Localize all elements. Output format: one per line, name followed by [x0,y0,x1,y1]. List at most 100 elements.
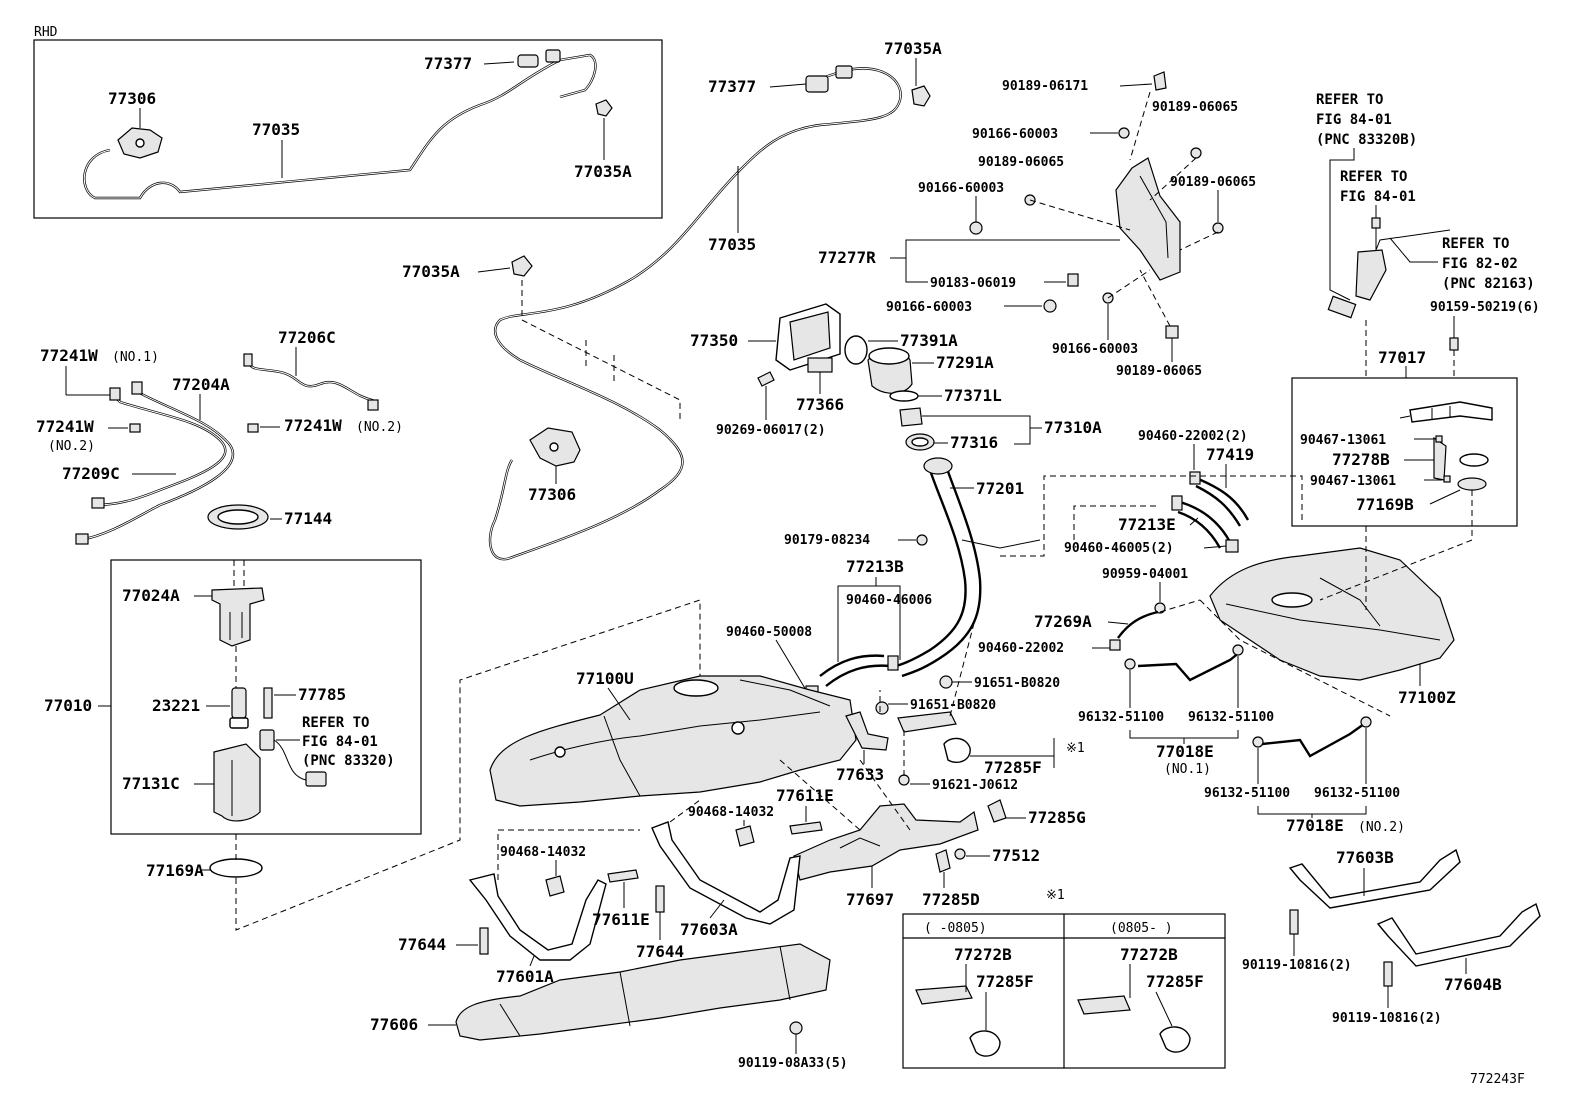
label-77601A: 77601A [496,967,554,986]
fuel-tank-77100Z [1209,547,1455,681]
label-77010: 77010 [44,696,92,715]
ref3-line2: FIG 82-02 [1442,256,1518,272]
label-77603B: 77603B [1336,848,1394,867]
bolt-90166-60003-c [1043,299,1057,313]
ref2-line2: FIG 84-01 [1340,189,1416,205]
left-hose-group [75,353,379,545]
note-77018E-no1: (NO.1) [1164,762,1211,777]
ref3-line1: REFER TO [1442,236,1509,252]
label-77306: 77306 [528,485,576,504]
nut-90468-b [545,875,565,897]
label-77285G: 77285G [1028,808,1086,827]
nut-90468-a [735,825,755,847]
label-77611E-a: 77611E [776,786,834,805]
label-77100U: 77100U [576,669,634,688]
mark-1: ※1 [1066,741,1085,756]
label-90460-22002-b: 90460-22002 [978,641,1064,656]
hose-77213E [1171,495,1239,553]
label-77277R: 77277R [818,248,876,267]
strap-77603B [1288,848,1461,909]
label-77204A: 77204A [172,375,230,394]
label-77611E-b: 77611E [592,910,650,929]
pump-assembly-box [110,559,422,835]
label-77377: 77377 [708,77,756,96]
bolt-90119-08A33 [789,1021,803,1035]
protector-77697 [793,803,979,881]
rhd-label-77377: 77377 [424,54,472,73]
bolt-90119-10816-b [1383,961,1393,987]
sender-box-frame [1291,377,1518,527]
label-90119-08A33: 90119-08A33(5) [738,1056,848,1071]
hose-77213B [805,654,899,699]
label-90179: 90179-08234 [784,533,870,548]
label-96132-b: 96132-51100 [1188,710,1274,725]
label-77285D: 77285D [922,890,980,909]
clip-90183 [1067,273,1079,287]
bolt-90189-06065-b [1190,147,1202,159]
rhd-clip-77035A [595,99,613,117]
ref1-line3: (PNC 83320B) [1316,132,1417,148]
label-77017: 77017 [1378,348,1426,367]
rhd-inset: RHD 77377 77306 77035 77035A [33,25,663,219]
note-77241W-no2-left: (NO.2) [48,439,95,454]
bolt-90119-10816-a [1289,909,1299,935]
label-77285F: 77285F [984,758,1042,777]
label-90189-06065-a: 90189-06065 [1152,100,1238,115]
fuel-sender-unit [1327,217,1451,319]
gasket-77391A [844,335,868,365]
grommet-77512 [954,848,966,860]
bolt-90189-06171 [1153,71,1167,91]
label-90189-06065-b: 90189-06065 [978,155,1064,170]
clamp-77285F [897,711,971,764]
label-77144: 77144 [284,509,332,528]
note-77241W-no2-right: (NO.2) [356,420,403,435]
label-77606: 77606 [370,1015,418,1034]
label-77419: 77419 [1206,445,1254,464]
connector-77377 [805,65,853,93]
screw-90159 [1449,337,1459,351]
label-90166-60003-d: 90166-60003 [1052,342,1138,357]
label-77697: 77697 [846,890,894,909]
ref4-line1: REFER TO [302,715,369,731]
lock-ring-77144 [207,504,269,530]
label-23221: 23221 [152,696,200,715]
label-90189-06065-c: 90189-06065 [1170,175,1256,190]
bolt-77644-b [655,885,665,913]
label-91621: 91621-J0612 [932,778,1018,793]
label-90183: 90183-06019 [930,276,1016,291]
label-96132-d: 96132-51100 [1314,786,1400,801]
filler-neck-77291A [867,347,913,394]
label-77241W-no2-right: 77241W [284,416,342,435]
clip-77285G [987,799,1007,823]
label-77035A-mid: 77035A [402,262,460,281]
ref4-line3: (PNC 83320) [302,753,395,769]
dash-line-a [521,280,681,420]
label-77169A: 77169A [146,861,204,880]
ref2-line1: REFER TO [1340,169,1407,185]
rhd-connector-77377 [517,49,561,68]
note-77018E-no2: (NO.2) [1358,820,1405,835]
o-ring-77169A [209,858,263,878]
label-96132-c: 96132-51100 [1204,786,1290,801]
filter-77131C [213,743,261,822]
rhd-label-77035: 77035 [252,120,300,139]
label-77633: 77633 [836,765,884,784]
bolt-77611E-b [607,869,639,883]
label-90460-22002-a: 90460-22002(2) [1138,429,1248,444]
label-77310A: 77310A [1044,418,1102,437]
label-77785: 77785 [298,685,346,704]
gasket-77169B [1457,477,1487,491]
label-77209C: 77209C [62,464,120,483]
strap-77601A [468,873,607,961]
bolt-77611E-a [789,821,823,835]
clip-90189-06065-d [1165,325,1179,339]
label-77512: 77512 [992,846,1040,865]
bolt-77644-a [479,927,489,955]
label-90189-06065-d: 90189-06065 [1116,364,1202,379]
sender-77785 [259,687,327,787]
label-77241W-no2-left: 77241W [36,417,94,436]
label-77366: 77366 [796,395,844,414]
label-77241W-no1: 77241W [40,346,98,365]
bolt-90166-60003-b [969,221,983,235]
clip-77035A-mid [511,255,533,277]
